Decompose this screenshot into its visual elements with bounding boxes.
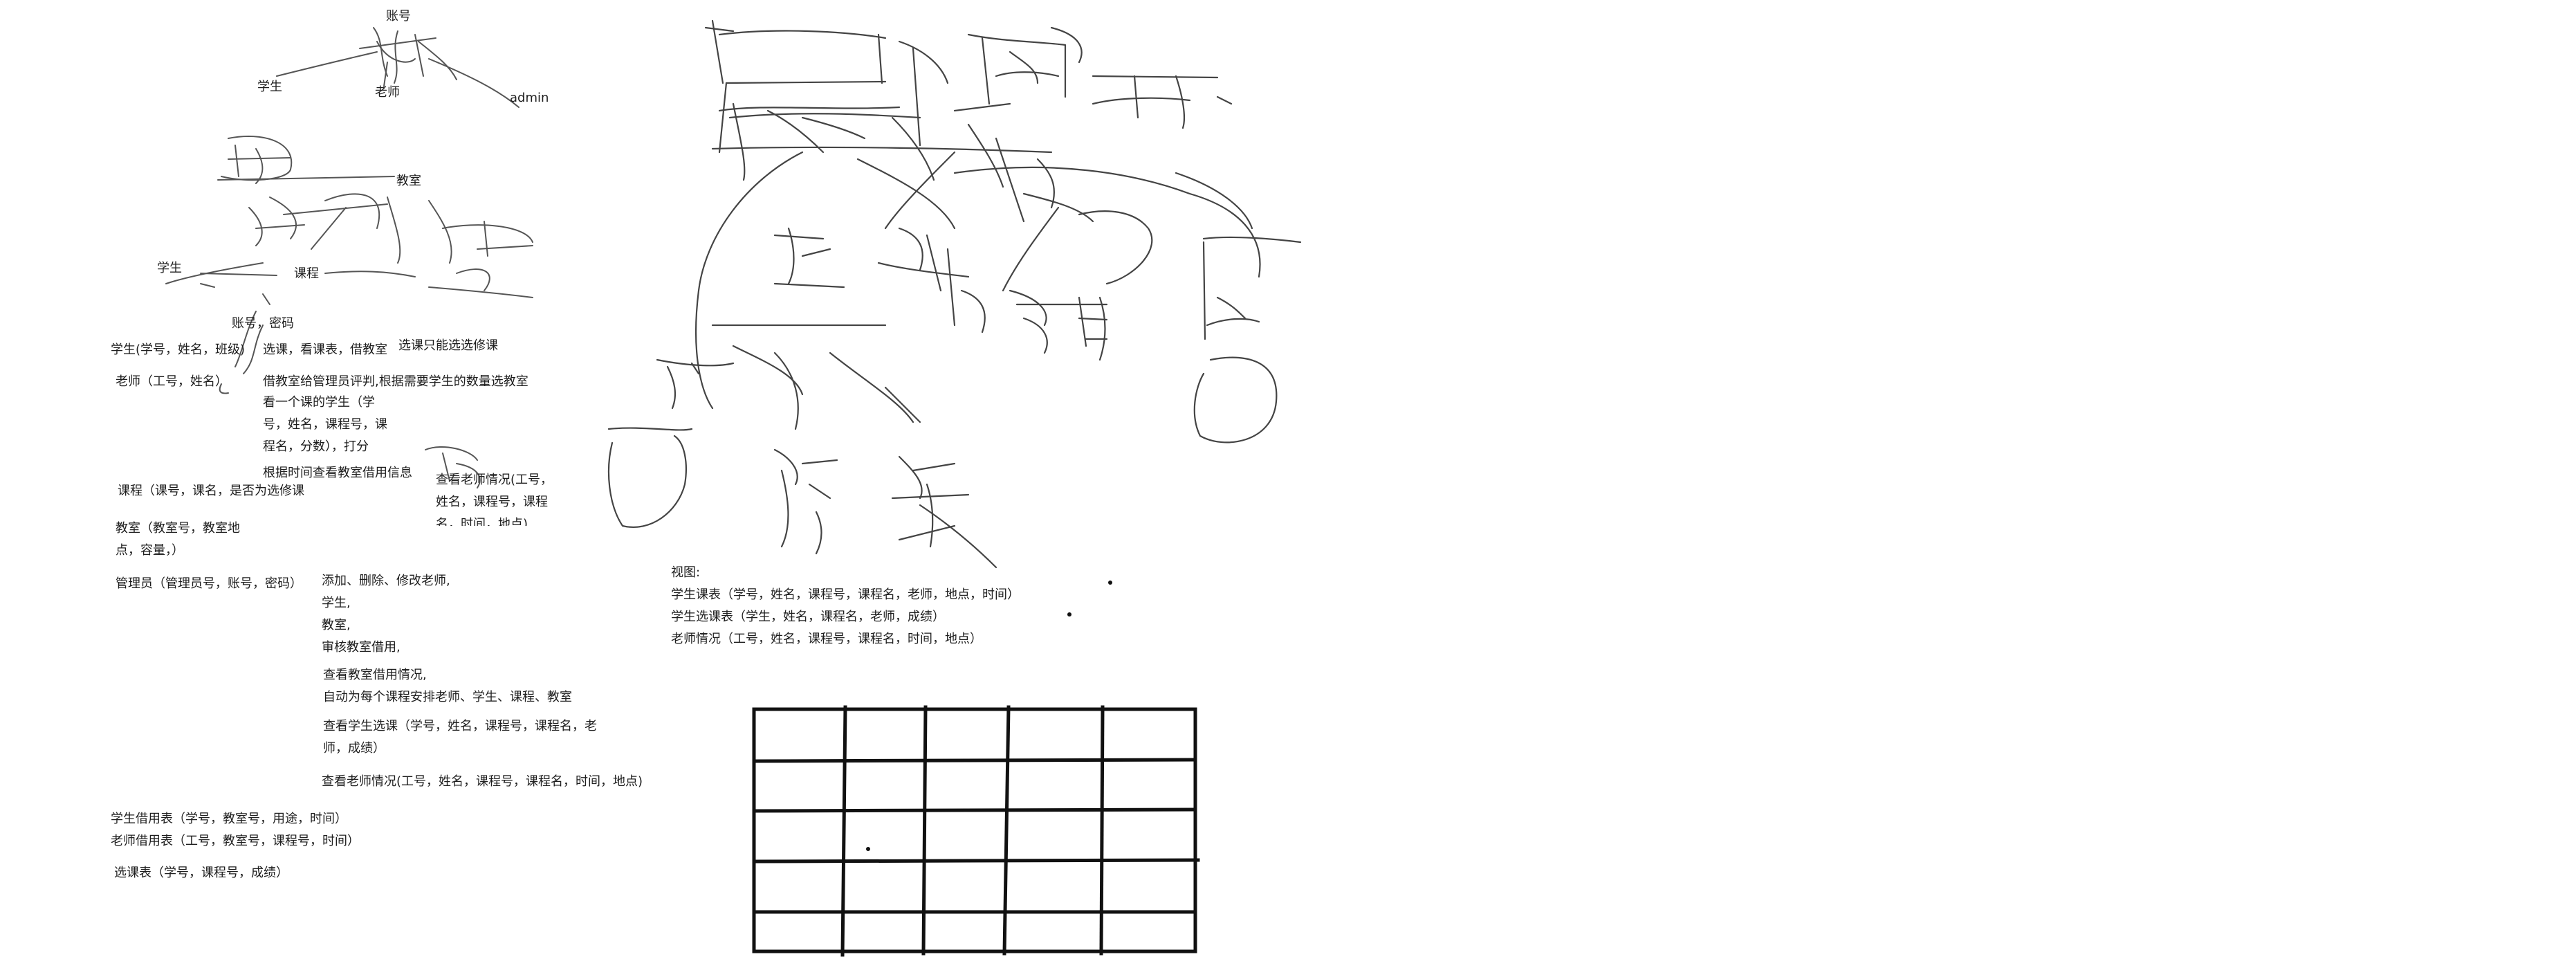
admin-action-line: 自动为每个课程安排老师、学生、课程、教室 [323,686,572,709]
admin-view-selection-line: 师，成绩） [323,738,385,760]
admin-action-line: 添加、删除、修改老师, [322,570,450,592]
classroom-label: 教室 [396,170,421,192]
views-title: 视图: [671,562,700,584]
account-label: 账号 [386,6,411,28]
student-actions-text: 选课，看课表，借教室 [263,339,387,361]
admin-view-teacher-line: 查看老师情况(工号，姓名，课程号，课程名，时间，地点) [322,771,643,793]
ink-dot [1067,612,1071,616]
account-password-text: 账号，密码 [232,313,294,335]
teacher-entity-text: 老师（工号，姓名） [116,371,228,393]
student-entity-text: 学生(学号，姓名，班级) [111,339,245,361]
admin-entity-text: 管理员（管理员号，账号，密码） [116,573,302,595]
admin-view-selection-line: 查看学生选课（学号，姓名，课程号，课程名，老 [323,715,597,738]
teacher-view-line: 查看老师情况(工号， [436,469,553,491]
center-scribble [609,21,1300,567]
view-item: 学生课表（学号，姓名，课程号，课程名，老师，地点，时间） [671,584,1020,606]
teacher-view-line: 名，时间，地点) [436,513,528,526]
classroom-entity-text: 点，容量，） [116,540,184,562]
teacher-action-line: 程名，分数），打分 [263,436,369,458]
teacher-action-line: 号，姓名，课程号，课 [263,414,387,436]
teacher-action-line: 借教室给管理员评判,根据需要学生的数量选教室 [263,371,528,393]
teacher-label: 老师 [375,82,400,104]
teacher-action-line: 看一个课的学生（学 [263,392,375,414]
student-borrow-table-text: 学生借用表（学号，教室号，用途，时间） [111,808,347,830]
admin-action-line: 学生, [322,592,351,614]
view-item: 老师情况（工号，姓名，课程号，课程名，时间，地点） [671,628,982,650]
admin-action-line: 审核教室借用, [322,637,401,659]
er-sketch [166,136,533,304]
course-entity-text: 课程（课号，课名，是否为选修课 [118,480,304,502]
teacher-view-line: 姓名，课程号，课程 [436,491,548,513]
admin-action-line: 教室, [322,614,351,637]
classroom-entity-text: 教室（教室号，教室地 [116,518,240,540]
view-item: 学生选课表（学生，姓名，课程名，老师，成绩） [671,606,945,628]
student-er-label: 学生 [157,257,182,280]
course-label: 课程 [294,263,319,285]
teacher-view-text-block: 查看老师情况(工号， 姓名，课程号，课程 名，时间，地点) [436,469,567,526]
admin-action-line: 查看教室借用情况, [323,664,427,686]
admin-label: admin [510,87,549,109]
ink-dot [1108,581,1112,585]
selection-table-text: 选课表（学号，课程号，成绩） [114,862,288,884]
teacher-borrow-table-text: 老师借用表（工号，教室号，课程号，时间） [111,830,360,852]
hand-drawn-table-grid [754,707,1198,955]
student-label: 学生 [257,76,282,98]
ink-dot [866,847,870,851]
elective-note-text: 选课只能选选修课 [398,335,498,357]
